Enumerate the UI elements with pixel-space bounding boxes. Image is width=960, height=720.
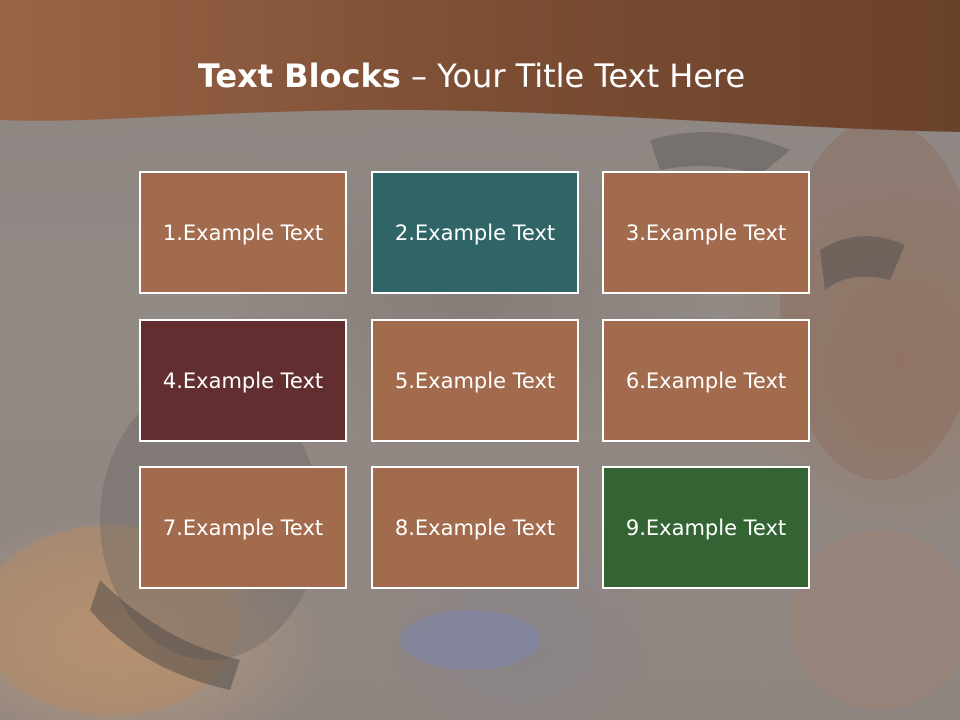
text-block-3: 3.Example Text <box>602 171 810 294</box>
header-band <box>0 0 960 132</box>
text-block-8: 8.Example Text <box>371 466 579 589</box>
title-bold: Text Blocks <box>197 57 401 95</box>
text-block-5: 5.Example Text <box>371 319 579 442</box>
title-rest: Your Title Text Here <box>437 57 746 95</box>
text-block-9: 9.Example Text <box>602 466 810 589</box>
text-block-2: 2.Example Text <box>371 171 579 294</box>
text-block-6: 6.Example Text <box>602 319 810 442</box>
text-block-7: 7.Example Text <box>139 466 347 589</box>
slide-title: Text Blocks – Your Title Text Here <box>0 52 943 100</box>
title-dash: – <box>400 57 438 95</box>
text-block-1: 1.Example Text <box>139 171 347 294</box>
text-block-4: 4.Example Text <box>139 319 347 442</box>
